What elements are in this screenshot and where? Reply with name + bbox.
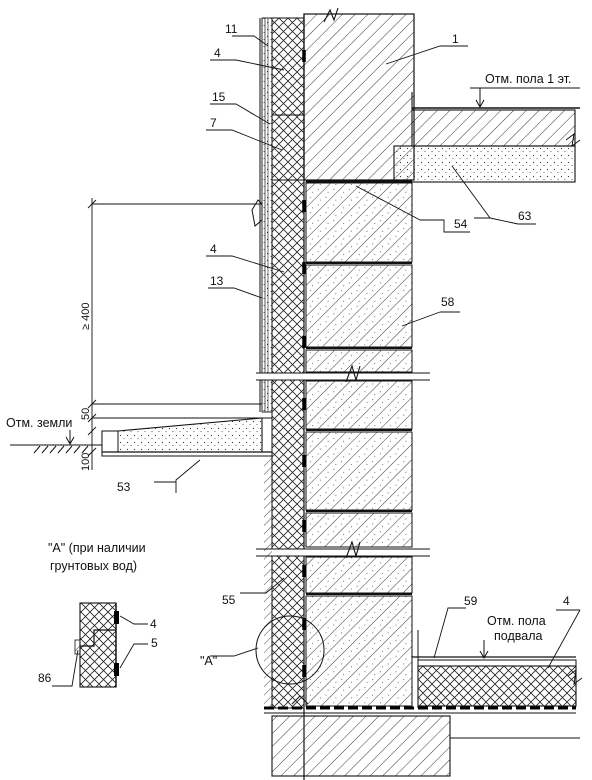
callout-59: 59 [464,594,478,608]
dim-50-label: 50 [80,408,92,420]
floor1-level-label: Отм. пола 1 эт. [485,72,572,86]
callout-4-right: 4 [563,594,570,608]
floor-slab [393,92,581,183]
detail-a-title-line2: грунтовых вод) [50,559,137,573]
callout-4-inset: 4 [150,617,157,631]
callout-1: 1 [452,32,459,46]
detail-a-inset [74,602,119,688]
callout-53: 53 [117,480,131,494]
dim-100-label: 100 [80,453,92,471]
detail-a-marker: "А" [200,654,217,668]
callout-11: 11 [225,22,238,36]
break-lines [256,7,430,559]
callout-54: 54 [454,217,468,231]
detail-a-circle [255,615,325,685]
block-masonry-wall [305,180,413,707]
callout-86: 86 [38,671,52,685]
callout-63: 63 [518,209,532,223]
facade-plaster-layers [251,17,273,413]
ground-line [10,430,102,454]
dim-height-label: ≥ 400 [80,303,92,330]
callout-13: 13 [210,274,224,288]
floor1-level-marker [470,87,580,109]
callout-4-top: 4 [214,46,221,60]
blind-area [101,417,272,457]
basement-level-label-1: Отм. пола [487,614,546,628]
callout-7: 7 [210,116,217,130]
callout-15: 15 [212,90,226,104]
callout-58: 58 [441,295,455,309]
ground-level-label: Отм. земли [6,416,72,430]
insulation-layer [271,17,305,709]
foundation [264,695,580,777]
detail-a-title-line1: "А" (при наличии [48,541,146,555]
dimension-lines [87,198,262,470]
callout-5: 5 [151,636,158,650]
callout-4-mid: 4 [210,242,217,256]
soil-fill [264,458,272,708]
callout-55: 55 [222,593,236,607]
leader-lines [52,35,581,687]
basement-level-label-2: подвала [494,629,542,643]
basement-level-marker [474,640,556,661]
basement-floor [412,630,583,708]
